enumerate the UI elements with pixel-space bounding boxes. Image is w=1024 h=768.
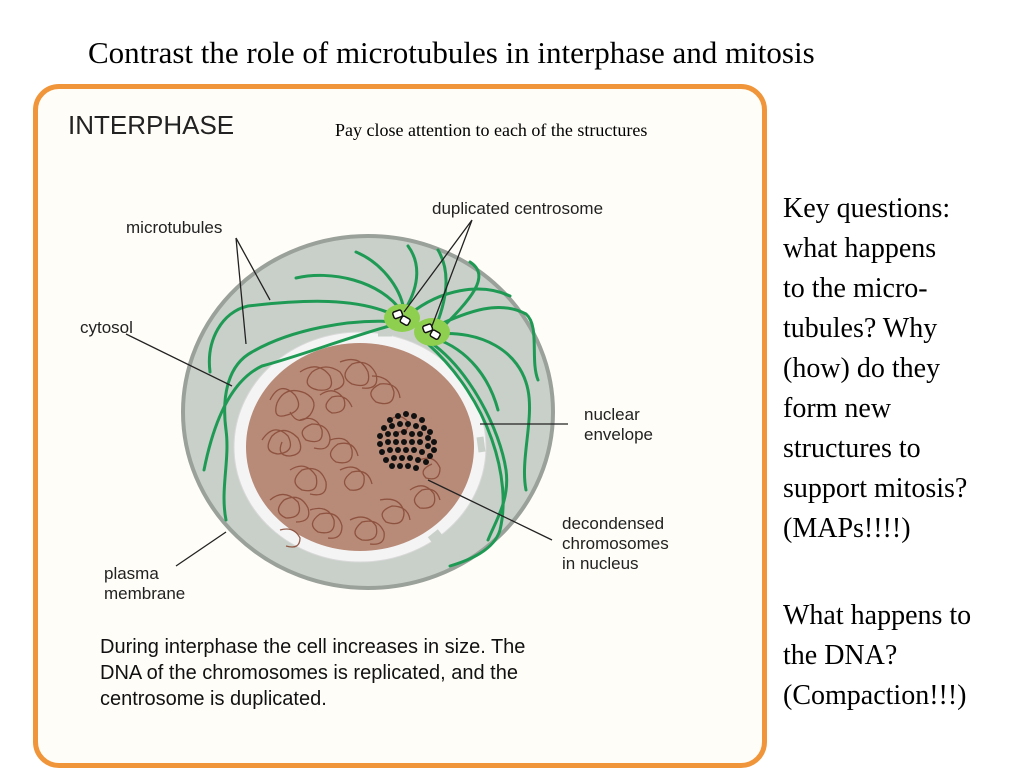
chromosomes-leader (427, 479, 553, 541)
label-plasma-membrane: plasma membrane (104, 564, 186, 603)
attention-note: Pay close attention to each of the struc… (335, 120, 648, 140)
nucleolus (377, 411, 437, 471)
centrosomes (384, 304, 450, 346)
centrosome-leader (403, 219, 473, 327)
microtubules (202, 244, 540, 568)
label-nuclear-envelope: nuclear envelope (584, 405, 654, 444)
cytosol-leader (125, 333, 233, 387)
interphase-caption: During interphase the cell increases in … (100, 636, 526, 710)
label-duplicated-centrosome: duplicated centrosome (432, 199, 604, 218)
key-questions: Key questions: what happens to the micro… (783, 193, 968, 544)
plasma-membrane-leader (175, 531, 227, 567)
cell (181, 234, 555, 590)
decondensed-chromosomes (261, 358, 441, 548)
label-microtubules: microtubules (126, 218, 223, 237)
nucleus (246, 343, 474, 551)
slide-title: Contrast the role of microtubules in int… (88, 35, 815, 70)
label-cytosol: cytosol (80, 318, 133, 337)
dna-question: What happens to the DNA? (Compaction!!!) (783, 600, 972, 711)
panel-heading: INTERPHASE (68, 110, 235, 140)
label-decondensed-chromosomes: decondensed chromosomes in nucleus (562, 514, 669, 573)
microtubules-leader (235, 237, 271, 345)
leader-lines (125, 219, 568, 567)
